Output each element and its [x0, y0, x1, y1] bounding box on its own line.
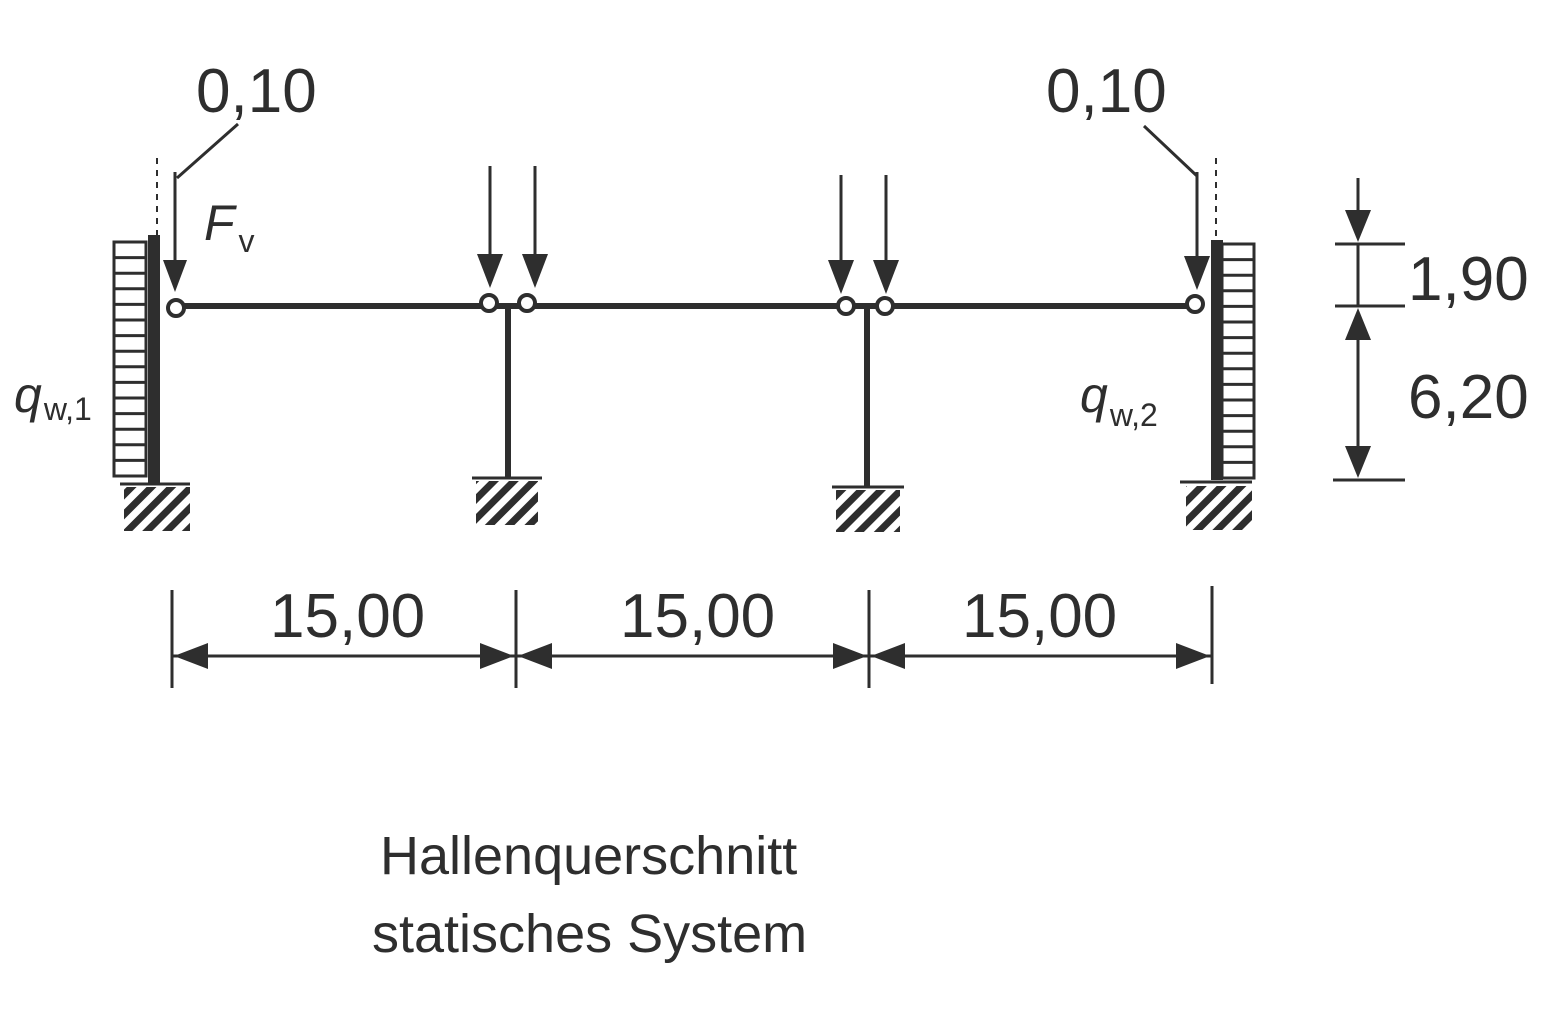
column-outer-left	[148, 235, 160, 483]
height-dimension	[1333, 178, 1405, 482]
load-arrow-1a	[477, 166, 503, 288]
wind-left-symbol: q	[14, 367, 42, 423]
wind-load-left	[112, 240, 148, 478]
wind-right-symbol: q	[1080, 367, 1108, 423]
load-subscript: v	[239, 223, 255, 259]
eccentricity-label-right: 0,10	[1046, 57, 1167, 126]
hinge-2b	[875, 296, 895, 316]
load-arrow-2a	[828, 175, 854, 294]
hinge-1a	[479, 293, 499, 313]
hinge-1b	[517, 293, 537, 313]
hinge-right	[1185, 294, 1205, 314]
fixed-support-interior-2	[832, 485, 904, 532]
load-arrow-2b	[873, 175, 899, 294]
span-label-3: 15,00	[962, 582, 1117, 651]
load-arrow-left	[163, 172, 187, 292]
caption-line-1: Hallenquerschnitt	[380, 826, 797, 886]
hinge-2a	[836, 296, 856, 316]
load-arrow-right	[1184, 172, 1210, 290]
hinge-left	[166, 298, 186, 318]
eccentricity-marker-left	[156, 122, 239, 236]
span-dimension	[170, 586, 1214, 688]
fixed-support-left	[120, 482, 190, 531]
span-label-2: 15,00	[620, 582, 775, 651]
eccentricity-marker-right	[1142, 124, 1217, 240]
load-symbol: F	[204, 195, 237, 251]
wind-left-subscript: w,1	[43, 391, 92, 427]
eccentricity-label-left: 0,10	[196, 57, 317, 126]
wind-label-right: qw,2	[1080, 367, 1158, 433]
fixed-support-right	[1180, 480, 1252, 530]
height-label-lower: 6,20	[1408, 363, 1529, 432]
fixed-support-interior-1	[472, 476, 542, 525]
wind-right-subscript: w,2	[1109, 397, 1158, 433]
column-outer-right	[1211, 240, 1223, 480]
load-arrow-1b	[522, 166, 548, 288]
caption-line-2: statisches System	[372, 904, 807, 964]
span-label-1: 15,00	[270, 582, 425, 651]
wind-load-right	[1220, 242, 1256, 480]
height-label-upper: 1,90	[1408, 245, 1529, 314]
wind-label-left: qw,1	[14, 367, 92, 427]
